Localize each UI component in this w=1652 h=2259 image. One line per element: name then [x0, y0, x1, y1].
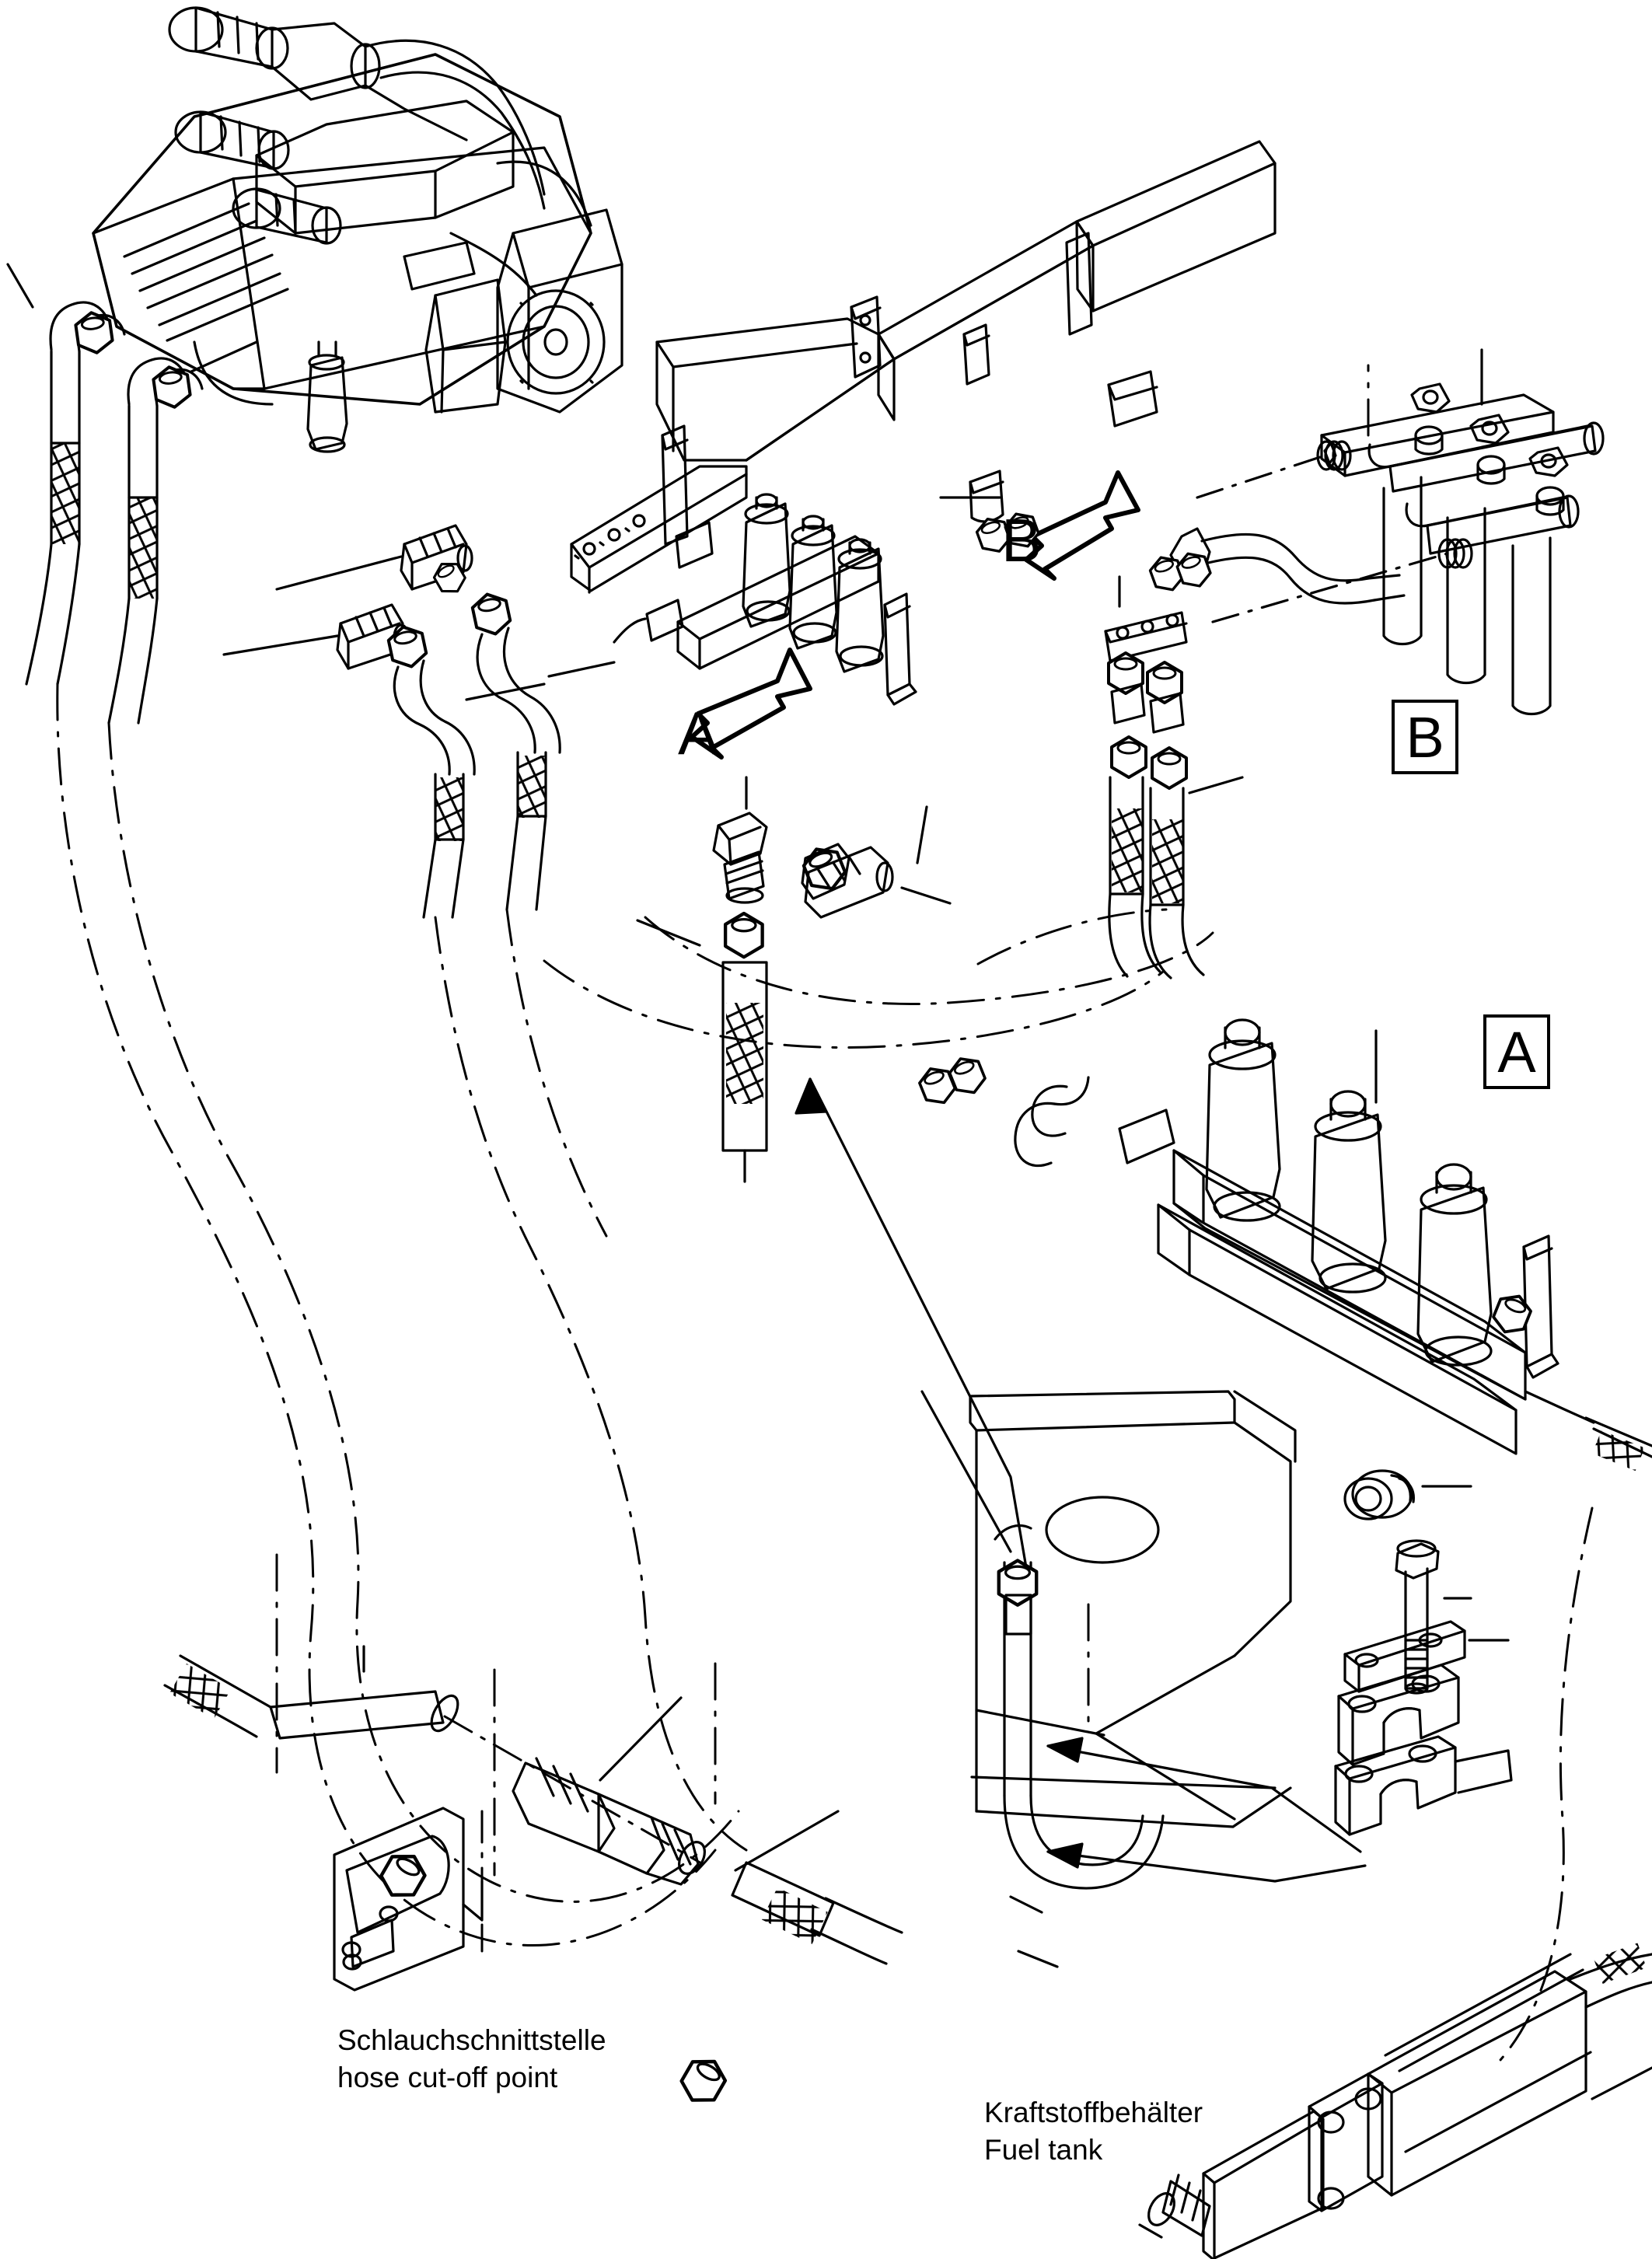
filter-a2: [788, 515, 838, 650]
center-hose-left: [385, 621, 546, 919]
caption-fuel-tank-english: Fuel tank: [984, 2134, 1103, 2166]
engine-outlet-hose-2: [107, 340, 258, 724]
tank-leader-arrows: [1009, 1737, 1367, 1968]
frame-filter-bank: [428, 493, 917, 706]
engine-outlet-hose-1: [6, 263, 126, 686]
bank-b-feed-pipe: [973, 508, 1406, 605]
elbow-fitting-exploded: [636, 776, 952, 1183]
clamp-kit-exploded: [1334, 1469, 1513, 1836]
view-arrow-a: [690, 648, 812, 759]
turbo-3: [232, 187, 342, 245]
filter-a3: [835, 538, 885, 673]
view-arrow-label-a: A: [678, 699, 719, 767]
view-arrow-b: [1024, 470, 1140, 581]
hose-coupling-exploded: [163, 1645, 903, 2110]
center-hose-right: [469, 588, 616, 911]
caption-fuel-tank-german: Kraftstoffbehälter: [984, 2097, 1203, 2128]
detail-a-filter-manifold: [914, 1018, 1652, 1472]
filter-b1: [1205, 1018, 1281, 1222]
filter-b3: [1416, 1163, 1493, 1367]
leader-arrow-long: [795, 1077, 1029, 1578]
hose-cutoff-symbol: [333, 1807, 484, 1992]
filter-bank-b: [1196, 348, 1605, 716]
pump-cylinder: [1138, 1943, 1652, 2259]
caption-hose-cutoff-english: hose cut-off point: [337, 2062, 558, 2094]
caption-hose-cutoff: Schlauchschnittstelle hose cut-off point: [337, 2022, 606, 2097]
turbo-2: [174, 110, 290, 170]
detail-marker-a: A: [1483, 1014, 1550, 1089]
grommet: [1343, 1469, 1472, 1521]
clamp-half-lower: [1334, 1735, 1513, 1836]
fuel-tank: [969, 1390, 1297, 1828]
hose-routing-hidden: [56, 364, 1594, 2062]
filter-b2: [1311, 1029, 1387, 1294]
clamp-plate: [1343, 1620, 1510, 1693]
right-hose-pair: [1104, 575, 1244, 979]
tank-draw-tube: [920, 1390, 1165, 1890]
turbo-1: [168, 6, 381, 101]
engine-assembly: [92, 6, 623, 453]
clamp-half-upper: [1337, 1664, 1460, 1766]
filter-a1: [742, 493, 791, 628]
detail-marker-b: B: [1392, 700, 1458, 774]
nipple-fitting-upper: [275, 524, 473, 591]
caption-hose-cutoff-german: Schlauchschnittstelle: [337, 2024, 606, 2056]
view-arrow-label-b: B: [1001, 506, 1043, 574]
